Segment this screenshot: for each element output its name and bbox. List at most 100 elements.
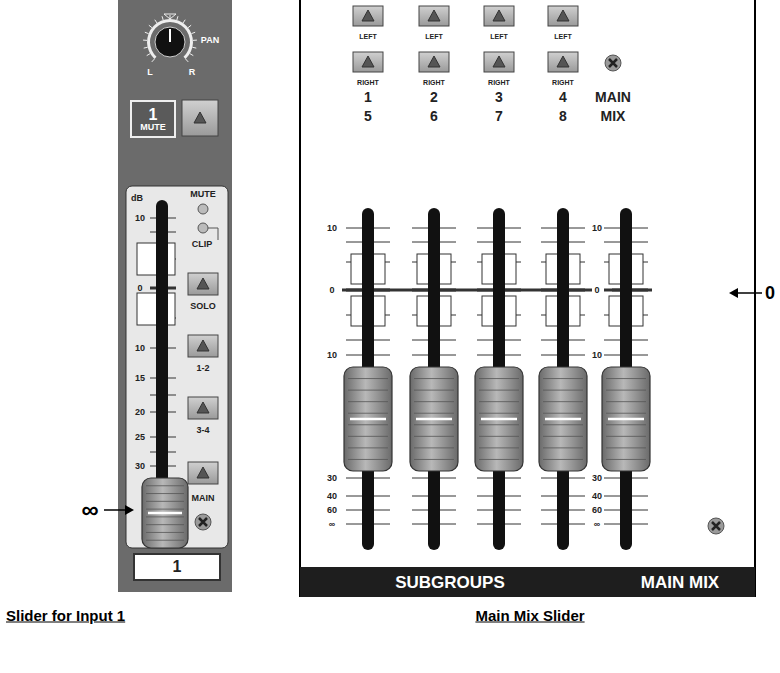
scale-number: 10 <box>327 351 337 360</box>
scale-number: 10 <box>135 344 145 353</box>
led-label: CLIP <box>192 240 213 249</box>
node-text: MUTE <box>140 123 166 132</box>
scale-number: 0 <box>137 284 142 293</box>
push-button <box>548 52 578 72</box>
bus-number: 2 <box>430 90 438 104</box>
clip-bracket <box>208 228 218 240</box>
bus-name: MAIN <box>595 90 631 104</box>
scale-number: 10 <box>592 224 602 233</box>
bus-name: MIX <box>601 109 626 123</box>
fader-panel <box>126 186 228 548</box>
button-label: SOLO <box>190 302 216 311</box>
push-button <box>548 6 578 26</box>
led-label: MUTE <box>190 190 216 199</box>
scale-number: ∞ <box>594 520 600 529</box>
node-text: 1 <box>173 559 182 575</box>
scale-number: ∞ <box>329 520 335 529</box>
mute-box: 1MUTE <box>130 100 176 138</box>
bus-number: 4 <box>559 90 567 104</box>
push-button <box>188 397 218 419</box>
bus-number: 6 <box>430 109 438 123</box>
button-label: MAIN <box>192 494 215 503</box>
button-label: RIGHT <box>488 79 510 86</box>
push-button <box>188 273 218 295</box>
callout-number: 0 <box>765 284 775 302</box>
arrow-head <box>729 288 738 298</box>
button-label: 1-2 <box>196 364 209 373</box>
fader-cap <box>602 367 650 471</box>
bus-number: 8 <box>559 109 567 123</box>
scale-number: 10 <box>135 214 145 223</box>
scale-number: 30 <box>592 474 602 483</box>
scale-number: 20 <box>135 408 145 417</box>
name-band: SUBGROUPS MAIN MIX <box>300 567 755 597</box>
scale-unit: dB <box>131 194 143 203</box>
bus-number: 1 <box>364 90 372 104</box>
push-button <box>182 100 218 136</box>
scale-number: 40 <box>592 492 602 501</box>
scale-number: 10 <box>327 224 337 233</box>
caption-label: Slider for Input 1 <box>6 608 125 623</box>
bus-number: 5 <box>364 109 372 123</box>
button-label: RIGHT <box>552 79 574 86</box>
fader-cap <box>475 367 523 471</box>
channel-strip <box>118 0 232 592</box>
push-button <box>353 52 383 72</box>
cross-marker <box>195 514 211 530</box>
zero-line <box>342 289 592 292</box>
button-label: RIGHT <box>423 79 445 86</box>
bus-number: 7 <box>495 109 503 123</box>
scale-number: 60 <box>327 506 337 515</box>
push-button <box>484 6 514 26</box>
scale-number: 40 <box>327 492 337 501</box>
mute-led <box>198 204 208 214</box>
clip-led <box>198 223 208 233</box>
cross-marker <box>708 518 724 534</box>
pan-knob <box>143 14 197 62</box>
scale-number: 10 <box>592 351 602 360</box>
push-button <box>419 52 449 72</box>
node-text: 1 <box>149 107 158 123</box>
push-button <box>188 335 218 357</box>
push-button <box>419 6 449 26</box>
button-label: RIGHT <box>357 79 379 86</box>
cross-marker <box>605 55 621 71</box>
node-text: MAIN MIX <box>641 574 719 591</box>
scale-number: 0 <box>329 286 334 295</box>
push-button <box>484 52 514 72</box>
caption-label: Main Mix Slider <box>475 608 584 623</box>
leader-arrow <box>104 509 128 511</box>
bus-number: 3 <box>495 90 503 104</box>
name-band <box>300 567 755 597</box>
panel-border <box>754 0 756 597</box>
node-text: SUBGROUPS <box>395 574 505 591</box>
channel-number-box: 1 <box>133 553 221 581</box>
button-label: LEFT <box>490 33 508 40</box>
button-label: LEFT <box>554 33 572 40</box>
knob-label: L <box>147 68 153 77</box>
scale-number: 30 <box>135 462 145 471</box>
fader-cap <box>539 367 587 471</box>
scale-number: 15 <box>135 374 145 383</box>
callout-symbol: ∞ <box>81 498 98 522</box>
scale-number: 0 <box>594 286 599 295</box>
fader-cap <box>344 367 392 471</box>
fader-cap <box>142 478 188 548</box>
button-label: LEFT <box>425 33 443 40</box>
arrow-head <box>125 505 134 515</box>
scale-number: 30 <box>327 474 337 483</box>
scale-number: 25 <box>135 433 145 442</box>
leader-arrow <box>735 292 762 294</box>
scale-number: 60 <box>592 506 602 515</box>
panel-border <box>299 0 301 597</box>
button-label: LEFT <box>359 33 377 40</box>
button-label: 3-4 <box>196 426 209 435</box>
push-button <box>188 462 218 484</box>
push-button <box>353 6 383 26</box>
knob-label: PAN <box>201 36 219 45</box>
fader-cap <box>410 367 458 471</box>
knob-label: R <box>189 68 196 77</box>
